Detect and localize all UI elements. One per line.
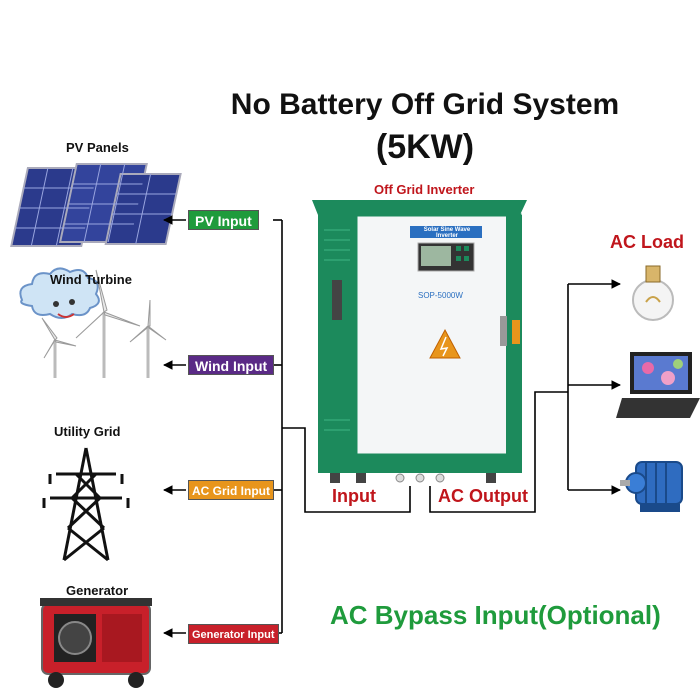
wind-turbine-label: Wind Turbine [50,272,132,287]
inverter-model: SOP-5000W [418,291,463,300]
laptop-icon [616,352,700,418]
pv-input-tag: PV Input [188,210,259,230]
title-line-1: No Battery Off Grid System [230,88,620,121]
pv-panels-label: PV Panels [66,140,129,155]
inverter-panel-title: Solar Sine Wave Inverter [423,227,471,239]
inverter-cabinet-icon [312,200,527,483]
input-label: Input [332,486,376,506]
light-bulb-icon [632,265,674,321]
wind-input-tag: Wind Input [188,355,275,375]
wind-turbine-icon [19,267,167,378]
generator-label: Generator [66,583,129,598]
ac-bypass-label: AC Bypass Input(Optional) [330,600,661,630]
electric-motor-icon [620,461,683,512]
ac-load-label: AC Load [610,232,684,252]
generator-input-tag: Generator Input [188,624,279,644]
inverter-label: Off Grid Inverter [374,182,475,197]
pv-panels-icon [10,163,182,247]
utility-grid-label: Utility Grid [54,424,121,439]
title-line-2: (5KW) [375,128,475,166]
generator-icon [40,598,152,688]
ac-grid-input-tag: AC Grid Input [188,480,274,500]
ac-output-label: AC Output [438,486,528,506]
utility-grid-icon [42,447,130,562]
